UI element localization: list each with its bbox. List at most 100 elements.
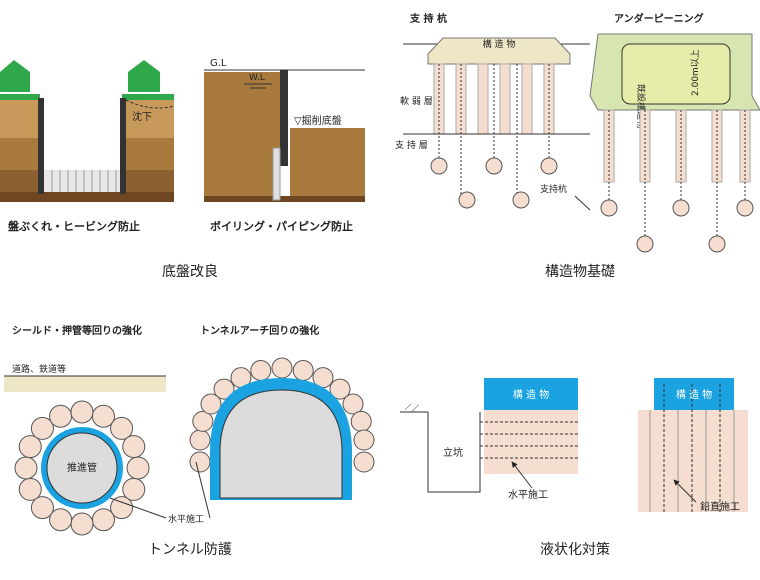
improvement-column-circle bbox=[122, 435, 146, 459]
support-pile-label: 支持杭 bbox=[540, 183, 567, 195]
improvement-column-circle bbox=[110, 416, 134, 440]
shield-title: シールド・押管等回りの強化 bbox=[12, 324, 142, 337]
shaft-label: 立坑 bbox=[443, 446, 463, 459]
improvement-column-circle bbox=[353, 451, 375, 473]
improvement-column-circle bbox=[350, 410, 372, 432]
vertical-shaft bbox=[427, 412, 481, 493]
shield-protection-diagram: シールド・押管等回りの強化 道路、鉄道等 推進管 bbox=[4, 324, 166, 536]
underpinning-piles bbox=[603, 109, 751, 240]
heave-prevention-label: 盤ぶくれ・ヒービング防止 bbox=[7, 219, 140, 233]
arch-leader bbox=[195, 461, 211, 519]
improvement-column-circle bbox=[271, 357, 293, 379]
improvement-column-circle bbox=[189, 451, 211, 473]
improvement-column-circle bbox=[70, 400, 94, 424]
retaining-wall-right bbox=[120, 98, 126, 194]
improvement-column-circle bbox=[18, 477, 42, 501]
grass-left bbox=[0, 94, 40, 100]
improvement-column-circle bbox=[329, 378, 351, 400]
wl-label: W.L bbox=[249, 73, 265, 83]
improvement-column-circle bbox=[30, 496, 54, 520]
house-left-icon bbox=[0, 60, 30, 92]
improvement-column-circle bbox=[110, 496, 134, 520]
improvement-column-circle bbox=[49, 508, 73, 532]
boiling-prevention-diagram: G.L W.L ▽掘削底盤 ボイリング・パイピング防止 bbox=[204, 58, 365, 233]
horizontal-arrow bbox=[511, 461, 533, 489]
horizontal-work-label: 水平施工 bbox=[168, 513, 204, 525]
grass-right bbox=[122, 94, 174, 100]
pile-tip-circles bbox=[430, 157, 558, 209]
improvement-block bbox=[272, 147, 281, 201]
structure-a-label: 構 造 物 bbox=[513, 388, 549, 401]
structure-a-box bbox=[484, 378, 578, 410]
excavated-side-soil bbox=[290, 128, 365, 200]
retaining-wall-left bbox=[38, 98, 44, 194]
arch-protection-diagram: トンネルアーチ回りの強化 水平施工 bbox=[109, 324, 375, 525]
underpinning-title: アンダーピーニング bbox=[614, 12, 704, 25]
base-layer bbox=[204, 196, 365, 202]
excavation-bottom-label: ▽掘削底盤 bbox=[294, 114, 342, 127]
ground-hatch bbox=[405, 404, 419, 412]
excavation-pit bbox=[44, 98, 120, 170]
soft-layer-label: 軟 弱 層 bbox=[400, 95, 433, 107]
jacking-pipe-label: 推進管 bbox=[67, 461, 97, 474]
structure-b-label: 構 造 物 bbox=[676, 388, 712, 401]
arch-improvement-ring bbox=[189, 357, 375, 473]
bearing-pile-diagram: 支 持 杭 構 造 物 軟 弱 層 支 持 層 支持杭 bbox=[395, 12, 591, 211]
pile-cap-structure bbox=[427, 37, 571, 65]
vertical-improved-zone bbox=[638, 410, 748, 512]
ground-improvement-caption: 底盤改良 bbox=[162, 264, 218, 280]
underpinning-diagram: アンダーピーニング 既設構造物 2.00m以上 bbox=[589, 12, 760, 253]
tunnel-arch bbox=[219, 389, 343, 499]
liquefaction-caption: 液状化対策 bbox=[540, 541, 610, 558]
improvement-column-circle bbox=[189, 429, 211, 451]
road-rail-label: 道路、鉄道等 bbox=[12, 363, 66, 375]
improvement-column-circle bbox=[70, 512, 94, 536]
bearing-piles bbox=[433, 63, 555, 196]
liq-horizontal-label: 水平施工 bbox=[508, 488, 548, 501]
retained-soil bbox=[204, 72, 280, 200]
horizontal-improved-zone bbox=[484, 410, 578, 474]
structure-foundation-caption: 構造物基礎 bbox=[545, 263, 615, 280]
shield-leader bbox=[109, 497, 167, 519]
heave-prevention-diagram: 沈下 盤ぶくれ・ヒービング防止 bbox=[0, 60, 175, 233]
improvement-column-circle bbox=[353, 429, 375, 451]
gl-label: G.L bbox=[210, 58, 227, 69]
jacking-pipe bbox=[46, 432, 118, 504]
improvement-column-circle bbox=[213, 378, 235, 400]
vertical-bores bbox=[649, 384, 735, 512]
tunnel-protection-caption: トンネル防護 bbox=[148, 542, 232, 558]
depth-label: 2.00m以上 bbox=[690, 49, 701, 96]
improvement-column-circle bbox=[91, 508, 115, 532]
improvement-column-circle bbox=[30, 416, 54, 440]
arch-title: トンネルアーチ回りの強化 bbox=[200, 324, 319, 337]
horizontal-liquefaction-diagram: 立坑 構 造 物 水平施工 bbox=[400, 378, 578, 501]
support-layer-label: 支 持 層 bbox=[395, 139, 428, 151]
bearing-pile-title: 支 持 杭 bbox=[409, 12, 447, 25]
settlement-label: 沈下 bbox=[132, 110, 152, 123]
shield-improvement-ring bbox=[14, 400, 150, 536]
improvement-column-circle bbox=[250, 359, 272, 381]
improvement-column-circle bbox=[18, 435, 42, 459]
improvement-column-circle bbox=[342, 393, 364, 415]
vertical-liquefaction-diagram: 構 造 物 鉛直施工 bbox=[638, 378, 748, 513]
sheet-pile-wall bbox=[280, 70, 288, 166]
liq-vertical-label: 鉛直施工 bbox=[700, 500, 740, 513]
improvement-columns bbox=[44, 170, 120, 192]
improvement-column-circle bbox=[14, 456, 38, 480]
settlement-curve bbox=[125, 99, 175, 109]
vertical-arrow bbox=[673, 479, 697, 503]
boiling-prevention-label: ボイリング・パイピング防止 bbox=[210, 219, 353, 233]
existing-structure-box bbox=[621, 43, 731, 105]
horizontal-bores bbox=[480, 421, 578, 459]
improvement-column-circle bbox=[200, 393, 222, 415]
road-surface bbox=[4, 376, 166, 392]
improvement-column-circle bbox=[49, 404, 73, 428]
house-right-icon bbox=[128, 60, 160, 92]
improvement-column-circle bbox=[91, 404, 115, 428]
improvement-column-circle bbox=[126, 456, 150, 480]
structure-label: 構 造 物 bbox=[483, 38, 516, 50]
soil-layer-deep bbox=[0, 192, 174, 202]
support-pile-leader bbox=[574, 195, 591, 211]
